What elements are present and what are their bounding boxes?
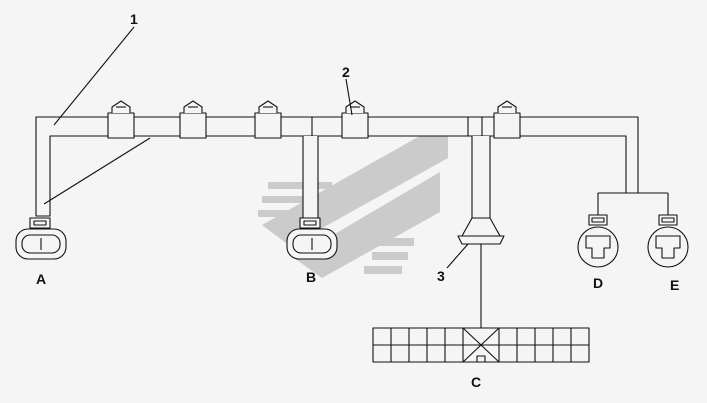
connector-a [15, 217, 67, 260]
connector-label-b: B [306, 269, 316, 285]
leader-line-2 [345, 78, 353, 116]
connector-b [286, 217, 338, 260]
connector-label-e: E [670, 277, 679, 293]
conduit-boot [457, 235, 505, 245]
callout-1: 1 [130, 11, 138, 27]
connector-label-a: A [36, 271, 46, 287]
connector-label-d: D [593, 275, 603, 291]
watermark-bar [380, 238, 414, 246]
watermark-bar [372, 252, 408, 260]
watermark-bar [268, 182, 332, 189]
connector-d [577, 214, 619, 268]
watermark-bar [258, 210, 328, 217]
callout-3: 3 [437, 268, 445, 284]
harness-clip [107, 100, 135, 139]
connector-e [647, 214, 689, 268]
watermark-bar [262, 196, 328, 203]
watermark-logo [258, 120, 448, 278]
leader-line-1 [53, 26, 135, 126]
connector-c [372, 327, 590, 363]
watermark-bar [364, 266, 402, 274]
connector-label-c: C [471, 374, 481, 390]
branch-c-conduit [461, 136, 501, 237]
harness-clip [493, 100, 521, 139]
main-harness-trunk [35, 116, 639, 217]
leader-line-3 [446, 243, 469, 269]
harness-clip [254, 100, 282, 139]
harness-clip [179, 100, 207, 139]
callout-2: 2 [342, 64, 350, 80]
support-strap [43, 137, 151, 205]
harness-clip [341, 100, 369, 139]
branch-b [302, 136, 319, 221]
